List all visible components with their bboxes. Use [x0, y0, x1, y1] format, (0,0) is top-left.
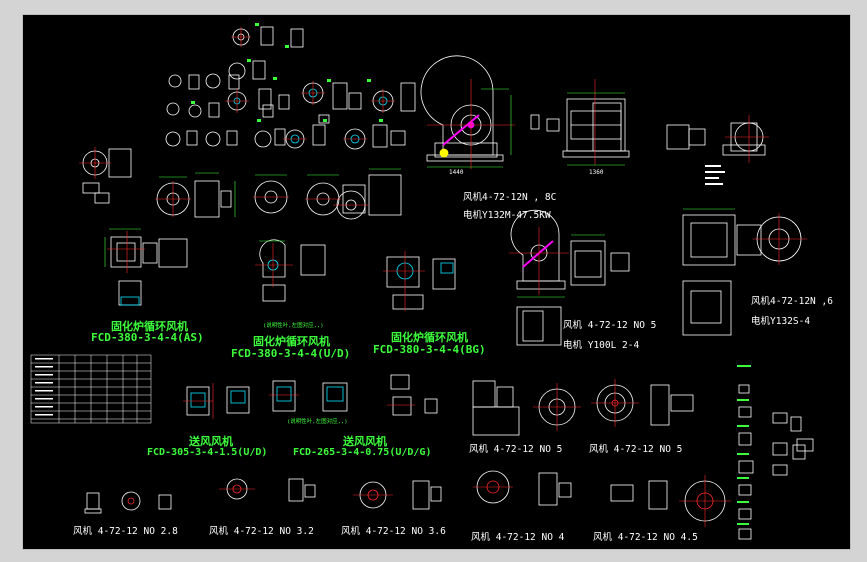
- sf2-note: (说明性叶,左图对应,,): [287, 419, 348, 425]
- motor-8c-label: 电机Y132M-47.5KW: [463, 210, 551, 221]
- gz-as-model: FCD-380-3-4-4(AS): [91, 331, 204, 344]
- sf2-title: 送风风机: [343, 435, 387, 448]
- fan-8c-label: 风机4-72-12N , 8C: [463, 192, 557, 203]
- fan-mid-label: 风机 4-72-12 NO 5: [563, 320, 657, 331]
- sf1-model: FCD-305-3-4-1.5(U/D): [147, 447, 268, 458]
- fan-no32-label: 风机 4-72-12 NO 3.2: [209, 526, 314, 537]
- fan-no45-label: 风机 4-72-12 NO 4.5: [593, 532, 698, 543]
- gz-as-title: 固化炉循环风机: [111, 320, 188, 333]
- fcd-bg-drawing: [383, 251, 456, 311]
- fcd-ud-drawing: [255, 239, 326, 302]
- fan-row2-label-a: 风机 4-72-12 NO 5: [469, 444, 563, 455]
- fan-no4-label: 风机 4-72-12 NO 4: [471, 532, 565, 543]
- gz-ud-title: 固化炉循环风机: [253, 335, 330, 348]
- fan-mid-drawing: [509, 209, 630, 346]
- small-fan-views-cluster: [165, 23, 416, 150]
- gz-bg-title: 固化炉循环风机: [391, 331, 468, 344]
- fan-row2-drawings: [472, 379, 694, 436]
- spec-table: [30, 354, 152, 424]
- fan-row2-label-b: 风机 4-72-12 NO 5: [589, 444, 683, 455]
- fan-no28-label: 风机 4-72-12 NO 2.8: [73, 526, 178, 537]
- gz-ud-note: (说明性叶,左图对应,,): [263, 323, 324, 329]
- fan-no36-label: 风机 4-72-12 NO 3.6: [341, 526, 446, 537]
- motor-6-label: 电机Y132S-4: [751, 316, 811, 327]
- sf2-model: FCD-265-3-4-0.75(U/D/G): [293, 447, 432, 458]
- fcd-as-drawing: [104, 228, 188, 306]
- gz-bg-model: FCD-380-3-4-4(BG): [373, 343, 486, 356]
- cad-drawing: [30, 23, 814, 540]
- drawing-frame: 固化炉循环风机 FCD-380-3-4-4(AS) (说明性叶,左图对应,,) …: [22, 14, 851, 550]
- dim-1360: 1360: [589, 169, 604, 176]
- right-parts-column: [737, 365, 814, 540]
- gz-ud-model: FCD-380-3-4-4(U/D): [231, 347, 351, 360]
- fan-bottom-row-drawings: [84, 470, 731, 527]
- motor-mid-label: 电机 Y100L 2-4: [563, 340, 640, 351]
- fan-row-large: [155, 168, 402, 220]
- fan-top-right-drawing: [666, 115, 807, 336]
- sf2-drawing: [269, 374, 438, 416]
- dim-1440: 1440: [449, 169, 464, 176]
- sf1-title: 送风风机: [189, 435, 233, 448]
- sf1-drawing: [183, 383, 250, 419]
- fan-top-left: [79, 147, 132, 204]
- fan-6-label: 风机4-72-12N ,6: [751, 296, 833, 307]
- fan-8c-drawing: [420, 55, 630, 169]
